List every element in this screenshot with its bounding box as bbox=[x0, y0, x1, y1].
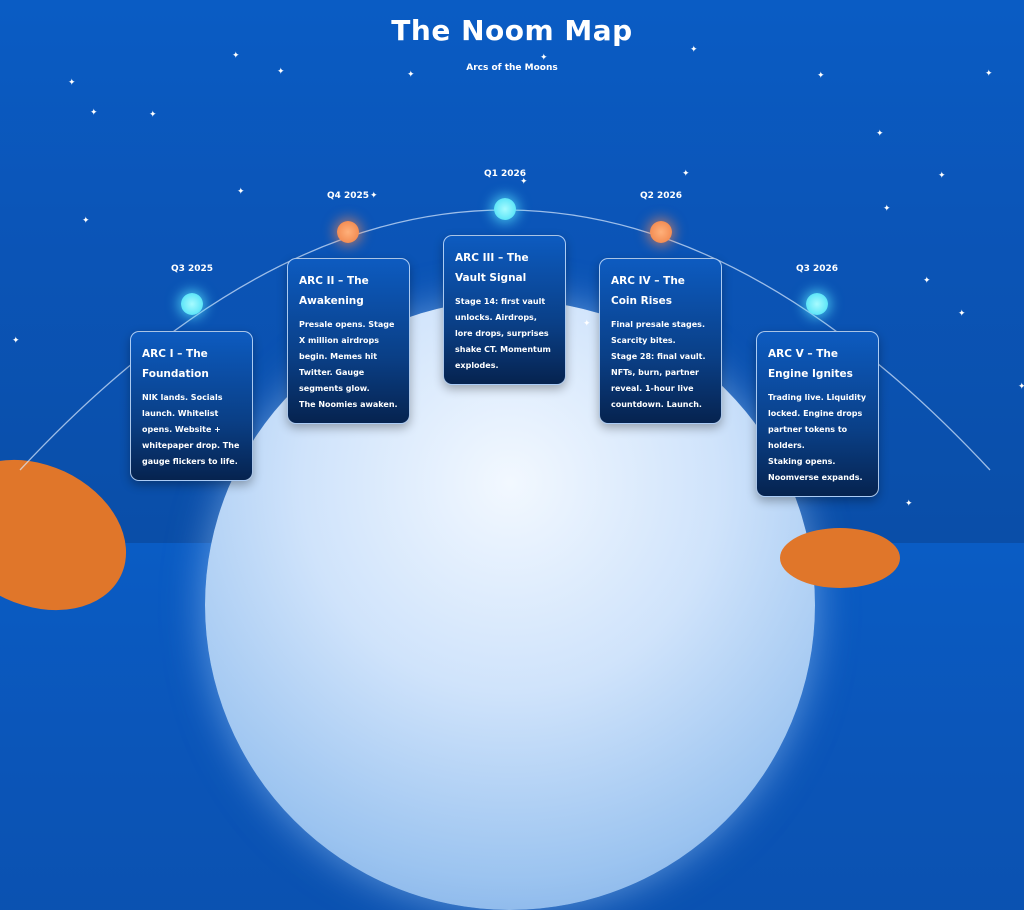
milestone-node bbox=[337, 221, 359, 243]
star-icon: ✦ bbox=[883, 204, 891, 214]
page-title: The Noom Map bbox=[391, 14, 633, 47]
star-icon: ✦ bbox=[682, 169, 690, 179]
star-icon: ✦ bbox=[232, 51, 240, 61]
star-icon: ✦ bbox=[583, 319, 591, 329]
star-icon: ✦ bbox=[1018, 382, 1024, 392]
arc-title: ARC IV – The Coin Rises bbox=[611, 275, 685, 307]
star-icon: ✦ bbox=[149, 110, 157, 120]
star-icon: ✦ bbox=[905, 499, 913, 509]
star-icon: ✦ bbox=[690, 45, 698, 55]
arc-description: Presale opens. Stage X million airdrops … bbox=[299, 320, 395, 393]
arc-description: The Noomies awaken. bbox=[299, 400, 398, 409]
quarter-label: Q3 2026 bbox=[795, 264, 839, 274]
arc-card: ARC II – The Awakening Presale opens. St… bbox=[287, 258, 410, 424]
arc-title: ARC III – The Vault Signal bbox=[455, 252, 529, 284]
arc-card: ARC I – The Foundation NIK lands. Social… bbox=[130, 331, 253, 481]
star-icon: ✦ bbox=[540, 53, 548, 63]
arc-title: ARC II – The Awakening bbox=[299, 275, 369, 307]
star-icon: ✦ bbox=[938, 171, 946, 181]
star-icon: ✦ bbox=[82, 216, 90, 226]
milestone-node bbox=[494, 198, 516, 220]
arc-description: Final presale stages. Scarcity bites. bbox=[611, 320, 705, 345]
star-icon: ✦ bbox=[237, 187, 245, 197]
milestone-node bbox=[181, 293, 203, 315]
star-icon: ✦ bbox=[277, 67, 285, 77]
milestone-node bbox=[806, 293, 828, 315]
star-icon: ✦ bbox=[370, 191, 378, 201]
quarter-label: Q4 2025 bbox=[326, 191, 370, 201]
quarter-label: Q3 2025 bbox=[170, 264, 214, 274]
star-icon: ✦ bbox=[90, 108, 98, 118]
star-icon: ✦ bbox=[985, 69, 993, 79]
arc-card: ARC V – The Engine Ignites Trading live.… bbox=[756, 331, 879, 497]
arc-description: Stage 14: first vault unlocks. Airdrops,… bbox=[455, 297, 551, 370]
star-icon: ✦ bbox=[520, 177, 528, 187]
star-icon: ✦ bbox=[923, 276, 931, 286]
arc-description: Trading live. Liquidity locked. Engine d… bbox=[768, 393, 867, 450]
arc-description: Stage 28: final vault. NFTs, burn, partn… bbox=[611, 352, 706, 409]
page-subtitle: Arcs of the Moons bbox=[466, 63, 558, 73]
quarter-label: Q1 2026 bbox=[483, 169, 527, 179]
star-icon: ✦ bbox=[407, 70, 415, 80]
star-icon: ✦ bbox=[817, 71, 825, 81]
star-icon: ✦ bbox=[958, 309, 966, 319]
quarter-label: Q2 2026 bbox=[639, 191, 683, 201]
arc-title: ARC V – The Engine Ignites bbox=[768, 348, 853, 380]
arc-card: ARC III – The Vault Signal Stage 14: fir… bbox=[443, 235, 566, 385]
star-icon: ✦ bbox=[68, 78, 76, 88]
star-icon: ✦ bbox=[12, 336, 20, 346]
star-icon: ✦ bbox=[876, 129, 884, 139]
arc-title: ARC I – The Foundation bbox=[142, 348, 209, 380]
arc-card: ARC IV – The Coin Rises Final presale st… bbox=[599, 258, 722, 424]
arc-description: NIK lands. Socials launch. Whitelist ope… bbox=[142, 393, 240, 466]
milestone-node bbox=[650, 221, 672, 243]
arc-description: Staking opens. Noomverse expands. bbox=[768, 457, 863, 482]
